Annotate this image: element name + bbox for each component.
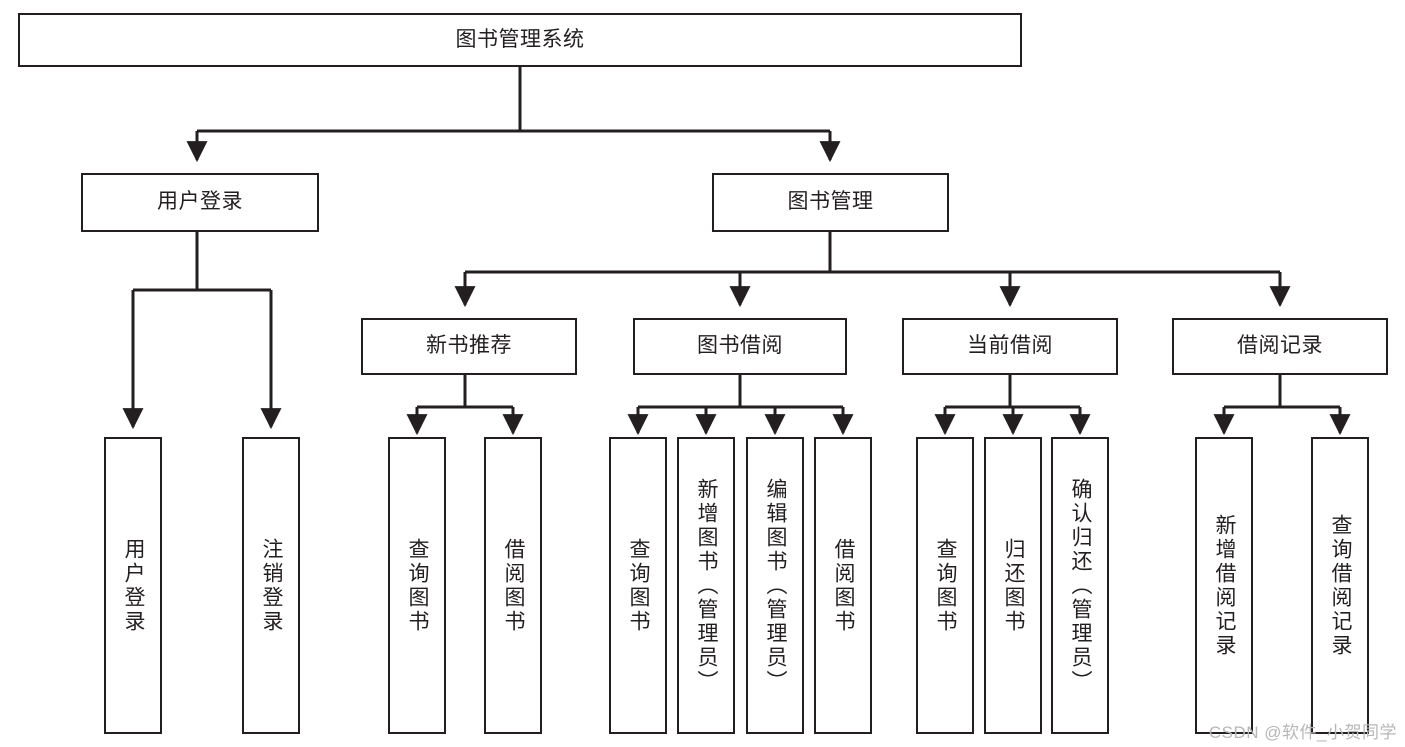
node-leaf-edit-book[interactable]: 编辑图书（管理员） xyxy=(746,437,804,734)
node-book-manage[interactable]: 图书管理 xyxy=(712,173,949,232)
node-leaf-return-book[interactable]: 归还图书 xyxy=(984,437,1042,734)
node-leaf-confirm-return-label: 确认归还（管理员） xyxy=(1069,477,1093,694)
node-book-manage-label: 图书管理 xyxy=(787,190,874,214)
node-borrow-record-label: 借阅记录 xyxy=(1237,334,1323,358)
node-leaf-query-book-3[interactable]: 查询图书 xyxy=(916,437,974,734)
node-root[interactable]: 图书管理系统 xyxy=(18,13,1022,67)
node-leaf-query-book-3-label: 查询图书 xyxy=(934,537,958,634)
node-new-book-recommend-label: 新书推荐 xyxy=(426,334,512,358)
node-leaf-return-book-label: 归还图书 xyxy=(1002,537,1026,634)
node-leaf-borrow-book-2[interactable]: 借阅图书 xyxy=(814,437,872,734)
node-leaf-borrow-book-2-label: 借阅图书 xyxy=(832,537,856,634)
node-leaf-query-book-2-label: 查询图书 xyxy=(627,537,651,634)
node-leaf-logout-label: 注销登录 xyxy=(260,537,284,634)
node-root-label: 图书管理系统 xyxy=(455,27,585,51)
node-leaf-logout[interactable]: 注销登录 xyxy=(242,437,300,734)
node-borrow-record[interactable]: 借阅记录 xyxy=(1172,318,1388,375)
node-leaf-user-login[interactable]: 用户登录 xyxy=(104,437,162,734)
node-leaf-query-record[interactable]: 查询借阅记录 xyxy=(1311,437,1369,734)
node-current-borrow[interactable]: 当前借阅 xyxy=(902,318,1118,375)
node-leaf-add-book[interactable]: 新增图书（管理员） xyxy=(677,437,735,734)
watermark-text: CSDN @软件_小贺同学 xyxy=(1208,723,1397,742)
node-leaf-user-login-label: 用户登录 xyxy=(122,537,146,634)
node-leaf-add-book-label: 新增图书（管理员） xyxy=(695,477,719,694)
node-leaf-add-record-label: 新增借阅记录 xyxy=(1213,513,1237,658)
node-leaf-query-book-1-label: 查询图书 xyxy=(406,537,430,634)
node-leaf-edit-book-label: 编辑图书（管理员） xyxy=(764,477,788,694)
node-book-borrow-label: 图书借阅 xyxy=(697,334,783,358)
node-leaf-query-record-label: 查询借阅记录 xyxy=(1329,513,1353,658)
node-current-borrow-label: 当前借阅 xyxy=(967,334,1053,358)
node-user-login[interactable]: 用户登录 xyxy=(81,173,319,232)
node-leaf-query-book-2[interactable]: 查询图书 xyxy=(609,437,667,734)
node-leaf-borrow-book-1-label: 借阅图书 xyxy=(502,537,526,634)
node-book-borrow[interactable]: 图书借阅 xyxy=(633,318,847,375)
node-leaf-confirm-return[interactable]: 确认归还（管理员） xyxy=(1051,437,1109,734)
node-leaf-borrow-book-1[interactable]: 借阅图书 xyxy=(484,437,542,734)
node-new-book-recommend[interactable]: 新书推荐 xyxy=(361,318,577,375)
node-user-login-label: 用户登录 xyxy=(157,190,243,214)
node-leaf-query-book-1[interactable]: 查询图书 xyxy=(388,437,446,734)
node-leaf-add-record[interactable]: 新增借阅记录 xyxy=(1195,437,1253,734)
